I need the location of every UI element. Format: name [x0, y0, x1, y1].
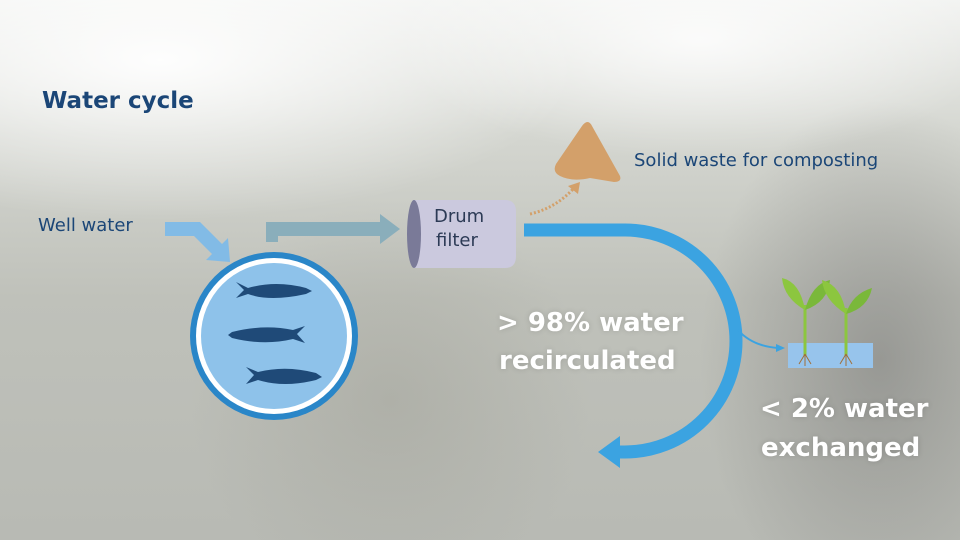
drum-filter-label: Drum [434, 206, 485, 227]
plant-icon [782, 278, 873, 368]
exchange-arrow [737, 329, 785, 352]
recirculated-label: recirculated [499, 346, 676, 376]
page-title: Water cycle [42, 88, 194, 114]
recirculation-arrow [524, 223, 743, 468]
fish-icon [236, 282, 312, 298]
drum-filter [407, 200, 516, 268]
recirculated-label: > 98% water [497, 308, 684, 338]
fish-icon [246, 367, 322, 384]
solid-waste-icon [554, 122, 621, 182]
drum-filter-label: filter [436, 230, 478, 251]
fish-tank [190, 252, 358, 420]
exchanged-label: < 2% water [760, 394, 929, 424]
exchanged-label: exchanged [761, 433, 921, 463]
tank-to-filter-arrow [266, 214, 400, 244]
well-water-label: Well water [38, 215, 133, 236]
fish-icon [228, 326, 305, 343]
solid-waste-label: Solid waste for composting [634, 150, 879, 171]
well-water-arrow [165, 222, 230, 262]
waste-dotted-arrow [529, 186, 576, 216]
